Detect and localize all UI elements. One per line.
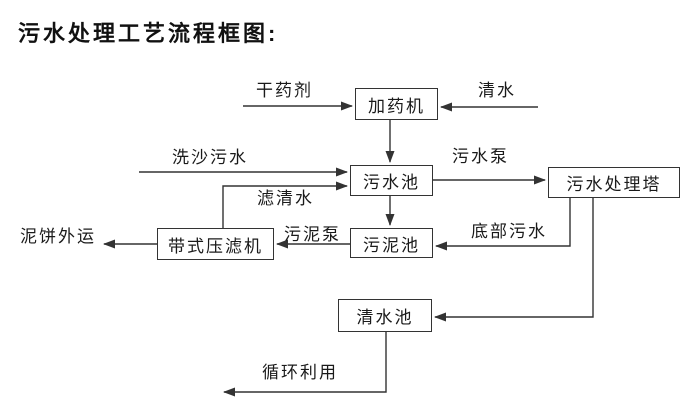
- node-dosing-machine: 加药机: [355, 88, 438, 120]
- page-title: 污水处理工艺流程框图:: [18, 21, 279, 46]
- label-sewage-pump: 污水泵: [452, 147, 509, 166]
- node-clean-water-pool: 清水池: [338, 299, 432, 332]
- label-dry-agent: 干药剂: [256, 81, 313, 100]
- edge-bottom-sewage-arrow: [435, 198, 571, 251]
- label-filtered-water: 滤清水: [257, 189, 314, 208]
- label-recycle-use: 循环利用: [262, 363, 338, 382]
- label-bottom-sewage: 底部污水: [471, 222, 547, 241]
- label-mud-cake-out: 泥饼外运: [20, 227, 96, 246]
- label-sludge-pump: 污泥泵: [284, 225, 341, 244]
- node-sewage-pool: 污水池: [350, 165, 433, 196]
- edge-filtered-water-arrow: [222, 181, 348, 228]
- node-belt-filter-press: 带式压滤机: [157, 228, 274, 260]
- label-sand-washing-sewage: 洗沙污水: [172, 148, 248, 167]
- edge-tower-to-clean-pool-arrow: [434, 198, 594, 322]
- node-treatment-tower: 污水处理塔: [548, 167, 680, 198]
- edge-recycle-arrow: [223, 332, 387, 397]
- node-sludge-pool: 污泥池: [350, 228, 433, 258]
- label-clean-water: 清水: [478, 81, 516, 100]
